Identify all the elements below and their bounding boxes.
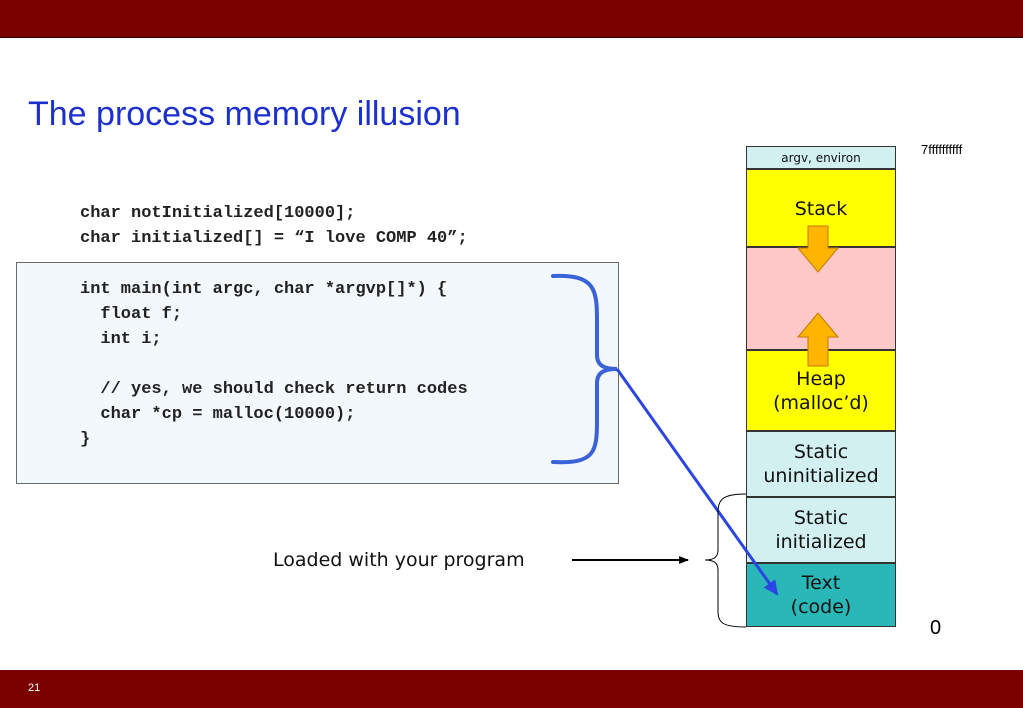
slide-title: The process memory illusion: [28, 95, 461, 133]
top-address-label: 7ffffffffff: [921, 142, 963, 157]
segment-label: Static: [793, 441, 849, 463]
segment-label: (malloc’d): [773, 391, 869, 414]
segment-label: (code): [790, 596, 852, 618]
segment-label: Text: [801, 572, 841, 594]
code-pointer-line: [615, 368, 779, 596]
global-declarations: char notInitialized[10000]; char initial…: [80, 201, 468, 251]
code-line: int i;: [80, 330, 162, 349]
code-line: int main(int argc, char *argvp[]*) {: [80, 280, 448, 299]
segment-static-uninitialized: Static uninitialized: [746, 431, 896, 497]
bottom-address-label: 0: [930, 617, 942, 639]
loaded-segments-brace-icon: [704, 493, 747, 628]
heap-growth-arrow-up-icon: [796, 312, 840, 367]
code-line: float f;: [80, 305, 183, 324]
main-brace-icon: [551, 273, 618, 465]
bottom-bar: 21: [0, 670, 1023, 708]
top-bar: [0, 0, 1023, 38]
segment-argv-environ: argv, environ: [746, 146, 896, 169]
segment-label: Heap: [796, 367, 846, 390]
code-line: }: [80, 430, 91, 449]
slide-number: 21: [28, 682, 41, 694]
segment-label: initialized: [775, 531, 867, 553]
code-line: char initialized[] = “I love COMP 40”;: [80, 229, 468, 248]
stack-growth-arrow-down-icon: [796, 225, 840, 273]
code-line: // yes, we should check return codes: [80, 380, 468, 399]
main-function-box: [16, 262, 619, 484]
segment-label: Stack: [794, 198, 848, 220]
segment-label: Static: [793, 507, 849, 529]
code-line: char *cp = malloc(10000);: [80, 405, 356, 424]
segment-label: uninitialized: [763, 465, 879, 487]
segment-label: argv, environ: [781, 150, 861, 165]
main-function-code: int main(int argc, char *argvp[]*) { flo…: [80, 277, 468, 452]
segment-static-initialized: Static initialized: [746, 497, 896, 563]
code-line: char notInitialized[10000];: [80, 204, 356, 223]
loaded-with-program-label: Loaded with your program: [273, 549, 525, 571]
